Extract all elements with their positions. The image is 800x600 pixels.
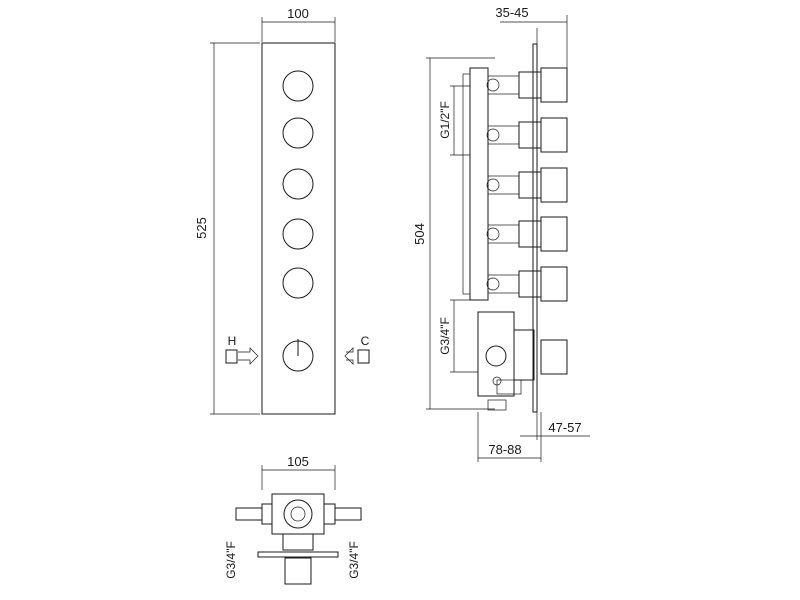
bottom-width-dim: 105 [287,454,309,469]
side-depth-bottom: 78-88 [488,442,521,457]
front-view: 100 525 H C [194,6,370,415]
side-height-dim: 504 [412,223,427,245]
bottom-view: 105 G3/4"F G3/4"F [224,454,362,585]
cold-inlet-icon [344,347,370,365]
outlet-knob-4 [282,218,314,250]
side-inlet-label-upper: G1/2"F [438,101,452,139]
wall-plate [532,43,538,413]
cold-label: C [361,334,370,348]
valve-body [469,67,489,301]
outlet-knob-3 [282,168,314,200]
hot-inlet-icon [225,347,259,365]
side-depth-top: 35-45 [495,5,528,20]
outlet-knob-5 [282,267,314,299]
front-plate [261,42,336,415]
front-height-dim: 525 [194,217,209,239]
side-view: 35-45 504 [412,5,590,462]
front-width-dim: 100 [287,6,309,21]
bottom-right-label: G3/4"F [347,541,361,579]
bottom-left-label: G3/4"F [224,541,238,579]
side-inlet-label-lower: G3/4"F [438,317,452,355]
side-depth-right: 47-57 [548,420,581,435]
outlet-cartridges [486,67,568,302]
outlet-knob-2 [282,117,314,149]
hot-label: H [228,334,237,348]
thermostatic-module [477,311,568,411]
outlet-knob-1 [282,70,314,102]
